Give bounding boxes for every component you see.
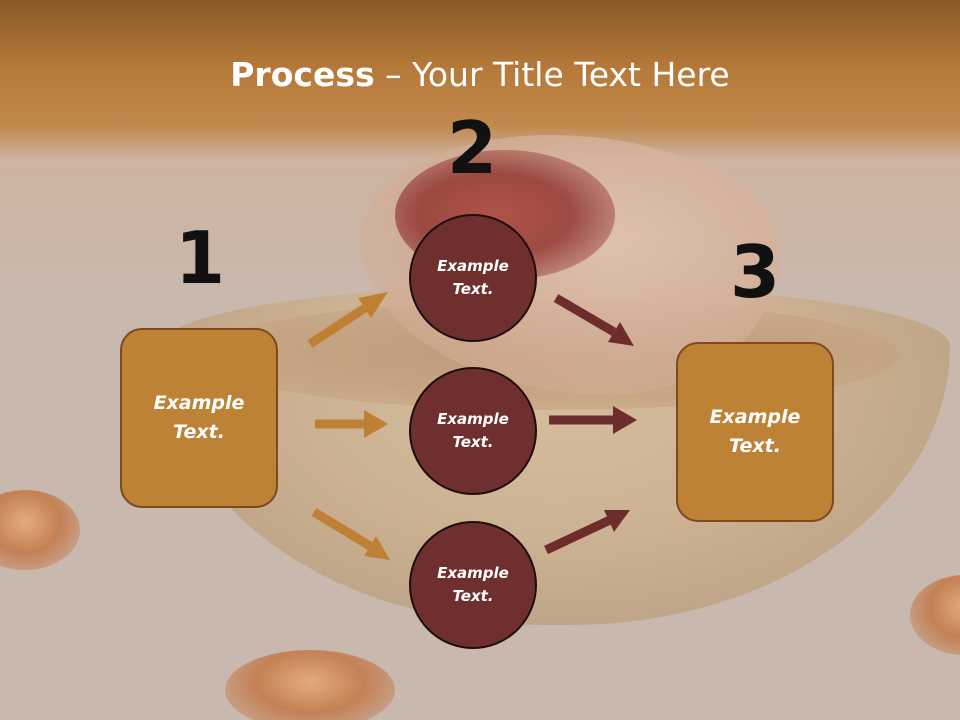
output-box-text-line1: Example	[709, 406, 801, 428]
step-number-3: 3	[730, 230, 781, 314]
process-circle-bottom: Example Text.	[409, 521, 537, 649]
circle-text-line1: Example	[437, 410, 509, 428]
slide-title: Process – Your Title Text Here	[0, 50, 960, 100]
input-box-text-line2: Text.	[173, 421, 225, 443]
right-arrow-icon	[315, 410, 388, 438]
title-rest: – Your Title Text Here	[374, 55, 730, 94]
circle-text-line1: Example	[437, 564, 509, 582]
circle-text-line1: Example	[437, 257, 509, 275]
right-arrow-icon	[544, 510, 630, 555]
right-arrow-icon	[553, 294, 634, 346]
circle-text-line2: Text.	[452, 433, 494, 451]
step-number-1: 1	[175, 216, 226, 300]
circle-text-line2: Text.	[452, 587, 494, 605]
process-circle-middle: Example Text.	[409, 367, 537, 495]
right-arrow-icon	[311, 508, 390, 560]
right-arrow-icon	[549, 406, 637, 434]
right-arrow-icon	[307, 292, 388, 348]
output-box-text-line2: Text.	[729, 435, 781, 457]
input-box-text-line1: Example	[153, 392, 245, 414]
process-circle-top: Example Text.	[409, 214, 537, 342]
output-box: Example Text.	[676, 342, 834, 522]
circle-text-line2: Text.	[452, 280, 494, 298]
step-number-2: 2	[447, 106, 498, 190]
title-bold: Process	[230, 55, 375, 94]
input-box: Example Text.	[120, 328, 278, 508]
